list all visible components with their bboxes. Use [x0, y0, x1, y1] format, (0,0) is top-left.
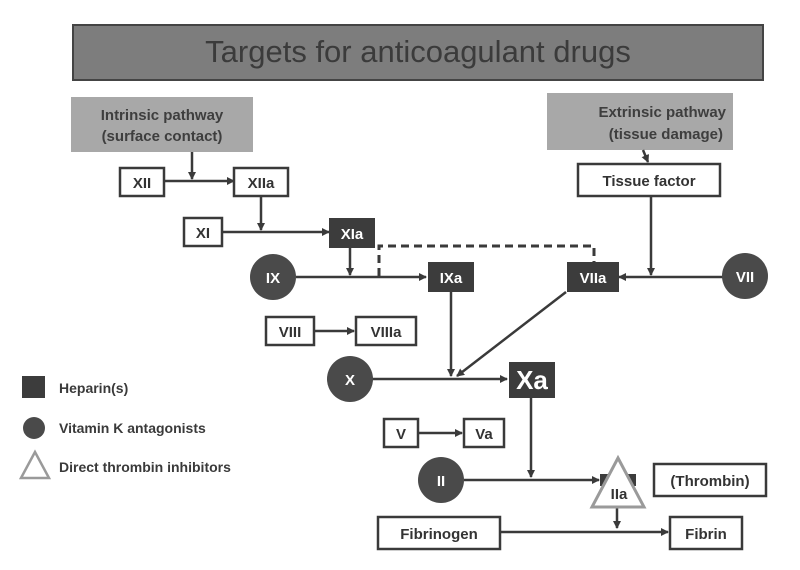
edge-extrinsic-to-tissue-factor	[641, 149, 650, 163]
node-xa-label: Xa	[516, 365, 548, 395]
node-fibrinogen-label: Fibrinogen	[400, 526, 478, 543]
legend-label-vka: Vitamin K antagonists	[59, 420, 206, 436]
legend-label-heparin: Heparin(s)	[59, 380, 128, 396]
node-xi-label: XI	[196, 225, 210, 242]
node-x: X	[327, 356, 373, 402]
edge-viia-to-x-line	[456, 291, 567, 377]
node-viii-label: VIII	[279, 324, 302, 341]
intrinsic-pathway-background	[71, 97, 253, 152]
node-xia-label: XIa	[341, 226, 364, 243]
node-ix: IX	[250, 254, 296, 300]
extrinsic-pathway-line1: Extrinsic pathway	[598, 104, 726, 121]
node-ixa: IXa	[428, 262, 474, 292]
node-v-label: V	[396, 426, 406, 443]
heparin-square-icon	[22, 376, 45, 398]
node-thrombin-label: (Thrombin)	[670, 473, 749, 490]
node-xiia: XIIa	[232, 166, 290, 198]
node-viia-label: VIIa	[580, 270, 607, 287]
page-title: Targets for anticoagulant drugs	[205, 34, 631, 69]
node-ix-label: IX	[266, 270, 280, 287]
edges	[164, 149, 723, 536]
dti-triangle-icon	[589, 454, 647, 509]
intrinsic-pathway-box: Intrinsic pathway (surface contact)	[71, 97, 253, 152]
node-va-label: Va	[475, 426, 493, 443]
node-x-label: X	[345, 372, 355, 389]
legend: Heparin(s) Vitamin K antagonists Direct …	[18, 376, 231, 480]
node-fibrinogen: Fibrinogen	[376, 515, 502, 551]
node-v: V	[382, 417, 420, 449]
intrinsic-pathway-line1: Intrinsic pathway	[101, 107, 224, 124]
node-fibrin: Fibrin	[668, 515, 744, 551]
dti-triangle-legend-icon	[18, 449, 52, 480]
node-vii: VII	[722, 253, 768, 299]
node-ii-label: II	[437, 473, 445, 490]
node-fibrin-label: Fibrin	[685, 526, 727, 543]
title-banner: Targets for anticoagulant drugs	[72, 24, 764, 81]
vka-circle-icon	[23, 417, 45, 439]
node-xia: XIa	[329, 218, 375, 248]
node-tissue-factor: Tissue factor	[576, 162, 722, 198]
node-xa: Xa	[509, 362, 555, 398]
node-iia-label: IIa	[611, 486, 628, 503]
node-viia: VIIa	[567, 262, 619, 292]
node-xi: XI	[182, 216, 224, 248]
node-viii: VIII	[264, 315, 316, 347]
title-background	[72, 24, 764, 81]
legend-item-heparin: Heparin(s)	[22, 376, 128, 398]
node-va: Va	[462, 417, 506, 449]
node-viiia: VIIIa	[354, 315, 418, 347]
extrinsic-pathway-line2: (tissue damage)	[609, 126, 723, 143]
legend-label-dti: Direct thrombin inhibitors	[59, 459, 231, 475]
extrinsic-pathway-box: Extrinsic pathway (tissue damage)	[547, 93, 733, 150]
node-thrombin: (Thrombin)	[652, 462, 768, 498]
edge-viia-dashed-feedback	[377, 244, 596, 276]
extrinsic-pathway-background	[547, 93, 733, 150]
intrinsic-pathway-line2: (surface contact)	[102, 128, 223, 145]
node-ixa-label: IXa	[440, 270, 463, 287]
legend-item-dti: Direct thrombin inhibitors	[18, 449, 231, 480]
node-viiia-label: VIIIa	[371, 324, 403, 341]
node-vii-label: VII	[736, 269, 754, 286]
node-iia: IIa	[589, 454, 647, 509]
node-ii: II	[418, 457, 464, 503]
node-xii: XII	[118, 166, 166, 198]
legend-item-vka: Vitamin K antagonists	[23, 417, 206, 439]
node-tissue-factor-label: Tissue factor	[602, 173, 695, 190]
node-xiia-label: XIIa	[248, 175, 275, 192]
node-xii-label: XII	[133, 175, 151, 192]
